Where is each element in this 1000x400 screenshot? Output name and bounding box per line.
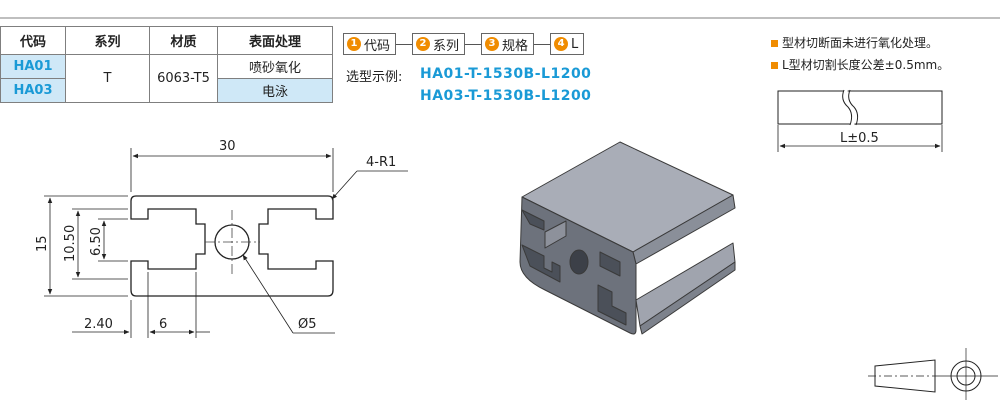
radius-label: 4-R1 — [366, 155, 396, 170]
top-divider — [0, 17, 1000, 19]
dimension-height — [44, 195, 128, 297]
dimension-inner-height-label: 10.50 — [63, 225, 78, 262]
length-tolerance-label: L±0.5 — [840, 131, 879, 146]
step-number-badge: 2 — [416, 37, 431, 51]
table-row: HA03 电泳 — [0, 78, 333, 103]
dimension-offsets — [72, 272, 210, 338]
bullet-square-icon — [771, 61, 778, 69]
step-number-badge: 4 — [554, 37, 569, 51]
example-code: HA01-T-1530B-L1200 — [420, 66, 592, 82]
projection-symbol-icon — [868, 348, 998, 400]
code-cell: HA01 — [0, 54, 66, 79]
step-connector — [465, 43, 482, 45]
notes-list: 型材切断面未进行氧化处理。 L型材切割长度公差±0.5mm。 — [771, 32, 949, 76]
dimension-offset1-label: 2.40 — [84, 317, 113, 332]
step-number-badge: 1 — [347, 37, 361, 51]
dimension-offset2-label: 6 — [159, 317, 167, 332]
code-cell: HA03 — [0, 78, 66, 103]
dimension-width-label: 30 — [219, 139, 236, 154]
material-cell: 6063-T5 — [149, 54, 218, 103]
spec-table: 代码 系列 材质 表面处理 HA01 T 6063-T5 喷砂氧化 HA03 电… — [0, 26, 333, 103]
dimension-width — [130, 148, 334, 192]
dimension-inner-height — [72, 208, 128, 280]
dimension-slot-height — [98, 218, 128, 262]
example-label: 选型示例: — [346, 70, 403, 85]
note-item: 型材切断面未进行氧化处理。 — [771, 32, 949, 54]
step-number-badge: 3 — [485, 37, 500, 51]
header-series: 系列 — [65, 26, 150, 55]
series-cell: T — [65, 54, 150, 103]
step-label: 系列 — [433, 38, 460, 54]
header-finish: 表面处理 — [217, 26, 333, 55]
table-row: HA01 T 6063-T5 喷砂氧化 — [0, 54, 333, 103]
hole-leader — [242, 254, 335, 334]
radius-leader — [331, 170, 408, 200]
step-connector — [396, 43, 413, 45]
note-item: L型材切割长度公差±0.5mm。 — [771, 54, 949, 76]
table-header-row: 代码 系列 材质 表面处理 — [0, 26, 333, 55]
step-label: L — [571, 36, 579, 52]
length-diagram — [777, 89, 943, 152]
profile-3d-view — [519, 141, 736, 335]
step-label: 规格 — [502, 38, 529, 54]
dimension-height-label: 15 — [35, 235, 50, 252]
step-connector — [534, 43, 551, 45]
header-code: 代码 — [0, 26, 66, 55]
example-code: HA03-T-1530B-L1200 — [420, 88, 592, 104]
bullet-square-icon — [771, 39, 778, 47]
step-label: 代码 — [364, 38, 391, 54]
center-lines — [205, 210, 260, 275]
finish-cell: 电泳 — [217, 78, 333, 103]
hole-label: Ø5 — [298, 317, 317, 332]
finish-cell: 喷砂氧化 — [217, 54, 333, 79]
dimension-slot-height-label: 6.50 — [89, 227, 104, 256]
